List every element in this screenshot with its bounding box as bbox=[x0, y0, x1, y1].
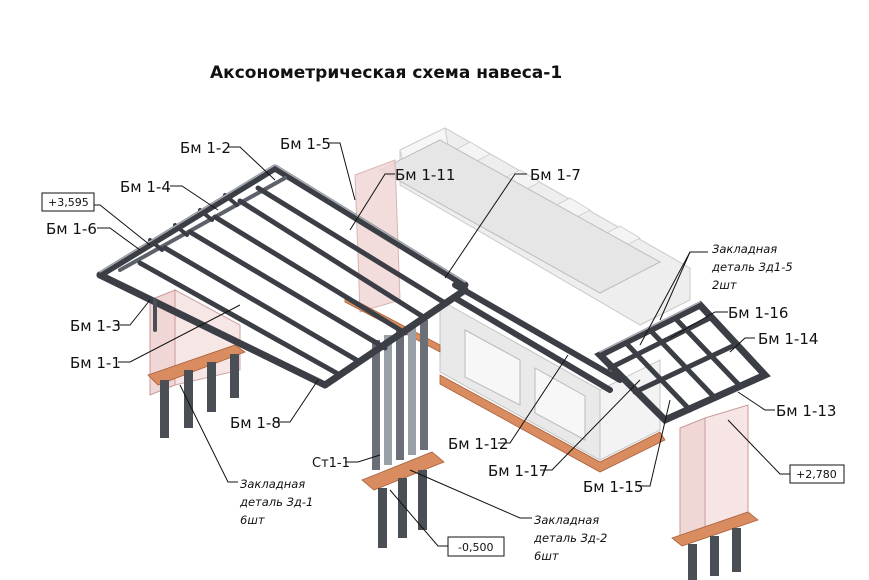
diagram-title: Аксонометрическая схема навеса-1 bbox=[210, 63, 562, 83]
label-column-st1-1: Ст1-1 bbox=[312, 456, 350, 471]
elevation-bottom: -0,500 bbox=[458, 541, 493, 554]
embed-zd1-line3: 6шт bbox=[240, 513, 265, 527]
elevation-bottom-box bbox=[447, 536, 505, 557]
left-canopy-frame bbox=[96, 164, 469, 389]
label-bm-1-2: Бм 1-2 bbox=[180, 139, 231, 157]
embed-zd1-5-line3: 2шт bbox=[712, 278, 737, 292]
elevation-right: +2,780 bbox=[796, 468, 837, 481]
embed-zd1-5-line2: деталь Зд1-5 bbox=[711, 260, 793, 274]
elevation-right-box bbox=[789, 464, 845, 484]
label-bm-1-5: Бм 1-5 bbox=[280, 135, 331, 153]
label-bm-1-4: Бм 1-4 bbox=[120, 178, 171, 196]
embed-zd2-line1: Закладная bbox=[534, 513, 599, 527]
label-bm-1-16: Бм 1-16 bbox=[728, 304, 788, 322]
embed-zd1-line2: деталь Зд-1 bbox=[239, 495, 313, 509]
beam-labels: Бм 1-2 Бм 1-5 Бм 1-4 Бм 1-11 Бм 1-7 Бм 1… bbox=[46, 135, 836, 496]
label-bm-1-3: Бм 1-3 bbox=[70, 317, 121, 335]
label-bm-1-13: Бм 1-13 bbox=[776, 402, 836, 420]
label-bm-1-6: Бм 1-6 bbox=[46, 220, 97, 238]
label-bm-1-11: Бм 1-11 bbox=[395, 166, 455, 184]
label-bm-1-14: Бм 1-14 bbox=[758, 330, 818, 348]
leader-lines bbox=[90, 142, 790, 547]
embed-zd2-line2: деталь Зд-2 bbox=[533, 531, 607, 545]
embed-notes: Закладная деталь Зд1-5 2шт Закладная дет… bbox=[239, 242, 793, 563]
elevation-top-box bbox=[41, 192, 95, 212]
right-canopy-frame bbox=[452, 282, 771, 425]
label-bm-1-1: Бм 1-1 bbox=[70, 354, 121, 372]
elevation-marks: +3,595 +2,780 -0,500 bbox=[41, 192, 845, 557]
central-column bbox=[361, 320, 445, 548]
label-bm-1-15: Бм 1-15 bbox=[583, 478, 643, 496]
elevation-top: +3,595 bbox=[48, 196, 89, 209]
existing-building bbox=[344, 127, 691, 473]
label-bm-1-12: Бм 1-12 bbox=[448, 435, 508, 453]
label-bm-1-7: Бм 1-7 bbox=[530, 166, 581, 184]
right-support bbox=[671, 404, 759, 580]
embed-zd1-5-line1: Закладная bbox=[712, 242, 777, 256]
label-bm-1-8: Бм 1-8 bbox=[230, 414, 281, 432]
label-bm-1-17: Бм 1-17 bbox=[488, 462, 548, 480]
embed-zd1-line1: Закладная bbox=[240, 477, 305, 491]
embed-zd2-line3: 6шт bbox=[534, 549, 559, 563]
